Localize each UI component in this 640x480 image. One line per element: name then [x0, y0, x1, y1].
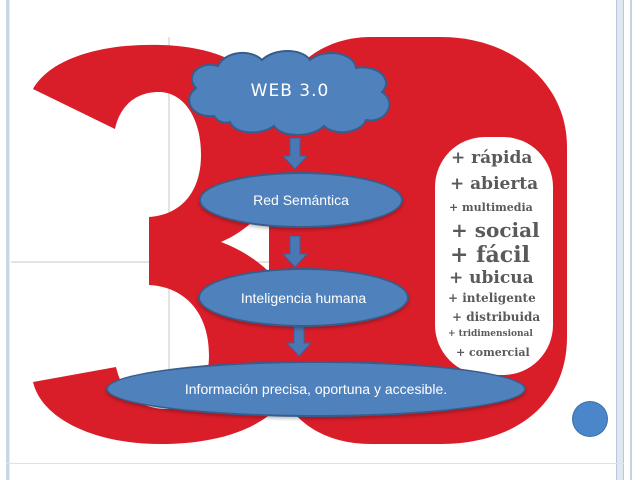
web-3-cloud-node: WEB 3.0: [178, 46, 402, 136]
word-abierta: + abierta: [450, 174, 539, 194]
cloud-shape-icon: [188, 50, 391, 136]
red-semantica-label: Red Semántica: [253, 192, 349, 208]
attribute-word-list: + rápida + abierta + multimedia + social…: [444, 146, 548, 368]
slide-right-border: [616, 0, 624, 480]
inteligencia-humana-label: Inteligencia humana: [240, 289, 367, 306]
down-arrow-icon: [286, 325, 312, 357]
informacion-node: Información precisa, oportuna y accesibl…: [106, 361, 526, 417]
word-tridimensional: + tridimensional: [448, 329, 533, 339]
word-social: + social: [451, 218, 540, 242]
slide-right-border-line: [630, 0, 632, 480]
word-ubicua: + ubicua: [449, 268, 534, 288]
slide-accent-dot: [573, 402, 607, 436]
slide-left-border: [6, 0, 10, 480]
web-3-label: WEB 3.0: [250, 81, 330, 101]
word-inteligente: + inteligente: [448, 291, 536, 305]
word-multimedia: + multimedia: [449, 201, 533, 214]
down-arrow-icon: [282, 138, 308, 170]
red-semantica-node: Red Semántica: [199, 172, 403, 228]
down-arrow-icon: [282, 236, 308, 268]
digit-three-shape: [33, 44, 301, 444]
word-comercial: + comercial: [456, 346, 530, 359]
word-rapida: + rápida: [451, 148, 533, 168]
word-distribuida: + distribuida: [452, 310, 541, 324]
inteligencia-humana-node: Inteligencia humana: [198, 268, 409, 327]
slide-bottom-border: [6, 463, 624, 464]
word-panel: [435, 137, 553, 375]
word-facil: + fácil: [450, 242, 530, 268]
informacion-label: Información precisa, oportuna y accesibl…: [184, 381, 448, 397]
